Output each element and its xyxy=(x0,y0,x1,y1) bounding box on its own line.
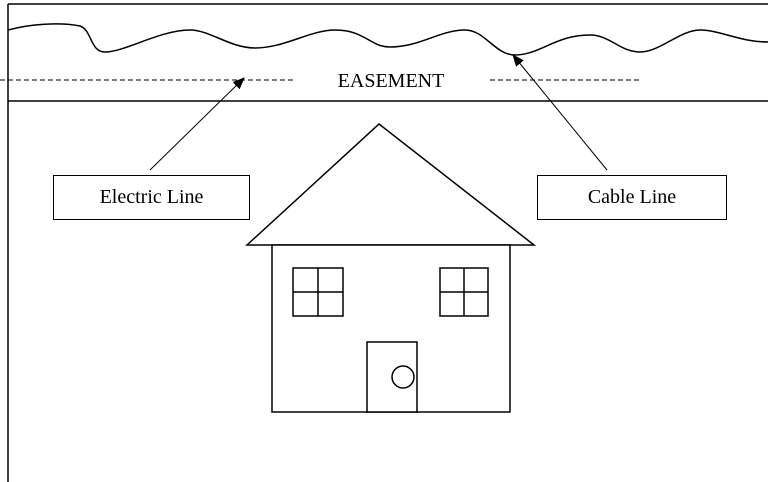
electric-line-label: Electric Line xyxy=(53,175,250,220)
house-door-knob xyxy=(391,365,415,389)
house-window-left xyxy=(292,267,344,317)
house-roof xyxy=(245,123,537,246)
cable-line-leader-arrow xyxy=(512,54,608,171)
electric-line-leader-arrow xyxy=(149,77,245,171)
lot-boundary xyxy=(7,3,768,482)
house xyxy=(245,123,537,413)
cable-line-label: Cable Line xyxy=(537,175,727,220)
house-window-right xyxy=(439,267,489,317)
easement-label: EASEMENT xyxy=(296,64,486,98)
cable-line-wave xyxy=(7,23,768,56)
